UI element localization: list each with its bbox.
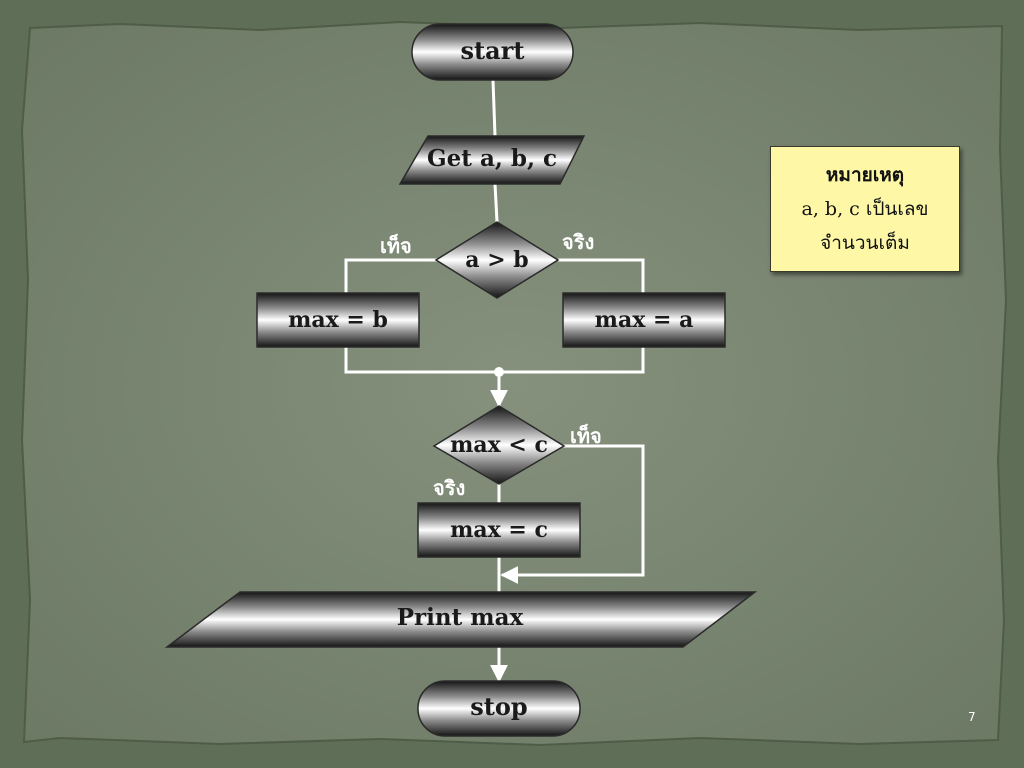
assign-b-box [256,292,420,348]
decision2-true-label: จริง [433,476,466,500]
assign-b-label: max = b [288,307,388,333]
output-label: Print max [396,603,524,631]
assign-c-label: max = c [450,517,548,543]
assign-a-label: max = a [594,307,694,333]
line-input-to-decision1 [493,183,499,223]
start-terminal [411,23,574,81]
line-decision1-false [344,258,438,293]
stop-terminal [417,680,581,737]
note-line-2: จำนวนเต็ม [820,232,910,254]
input-parallelogram [398,135,586,185]
line-decision1-true [558,258,645,293]
input-label: Get a, b, c [427,144,557,172]
decision2-label: max < c [450,432,548,458]
decision1-false-label: เท็จ [380,234,412,258]
flow-shapes [164,23,758,737]
assign-c-box [417,502,581,558]
decision2-false-label: เท็จ [570,424,602,448]
merge-dot [494,367,504,377]
connector-lines [344,79,645,683]
output-parallelogram [164,591,758,648]
stop-label: stop [470,691,528,721]
decision1-diamond [434,221,560,299]
assign-a-box [562,292,726,348]
note-title: หมายเหตุ [825,164,905,186]
start-label: start [460,35,525,65]
note-box: หมายเหตุ a, b, c เป็นเลข จำนวนเต็ม [770,146,960,272]
line-decision2-false [500,444,645,584]
decision1-true-label: จริง [562,230,595,254]
decision2-diamond [432,405,566,485]
decision1-label: a > b [465,247,529,273]
page-number: 7 [968,710,976,724]
note-line-1: a, b, c เป็นเลข [801,198,929,220]
line-start-to-input [491,79,497,137]
